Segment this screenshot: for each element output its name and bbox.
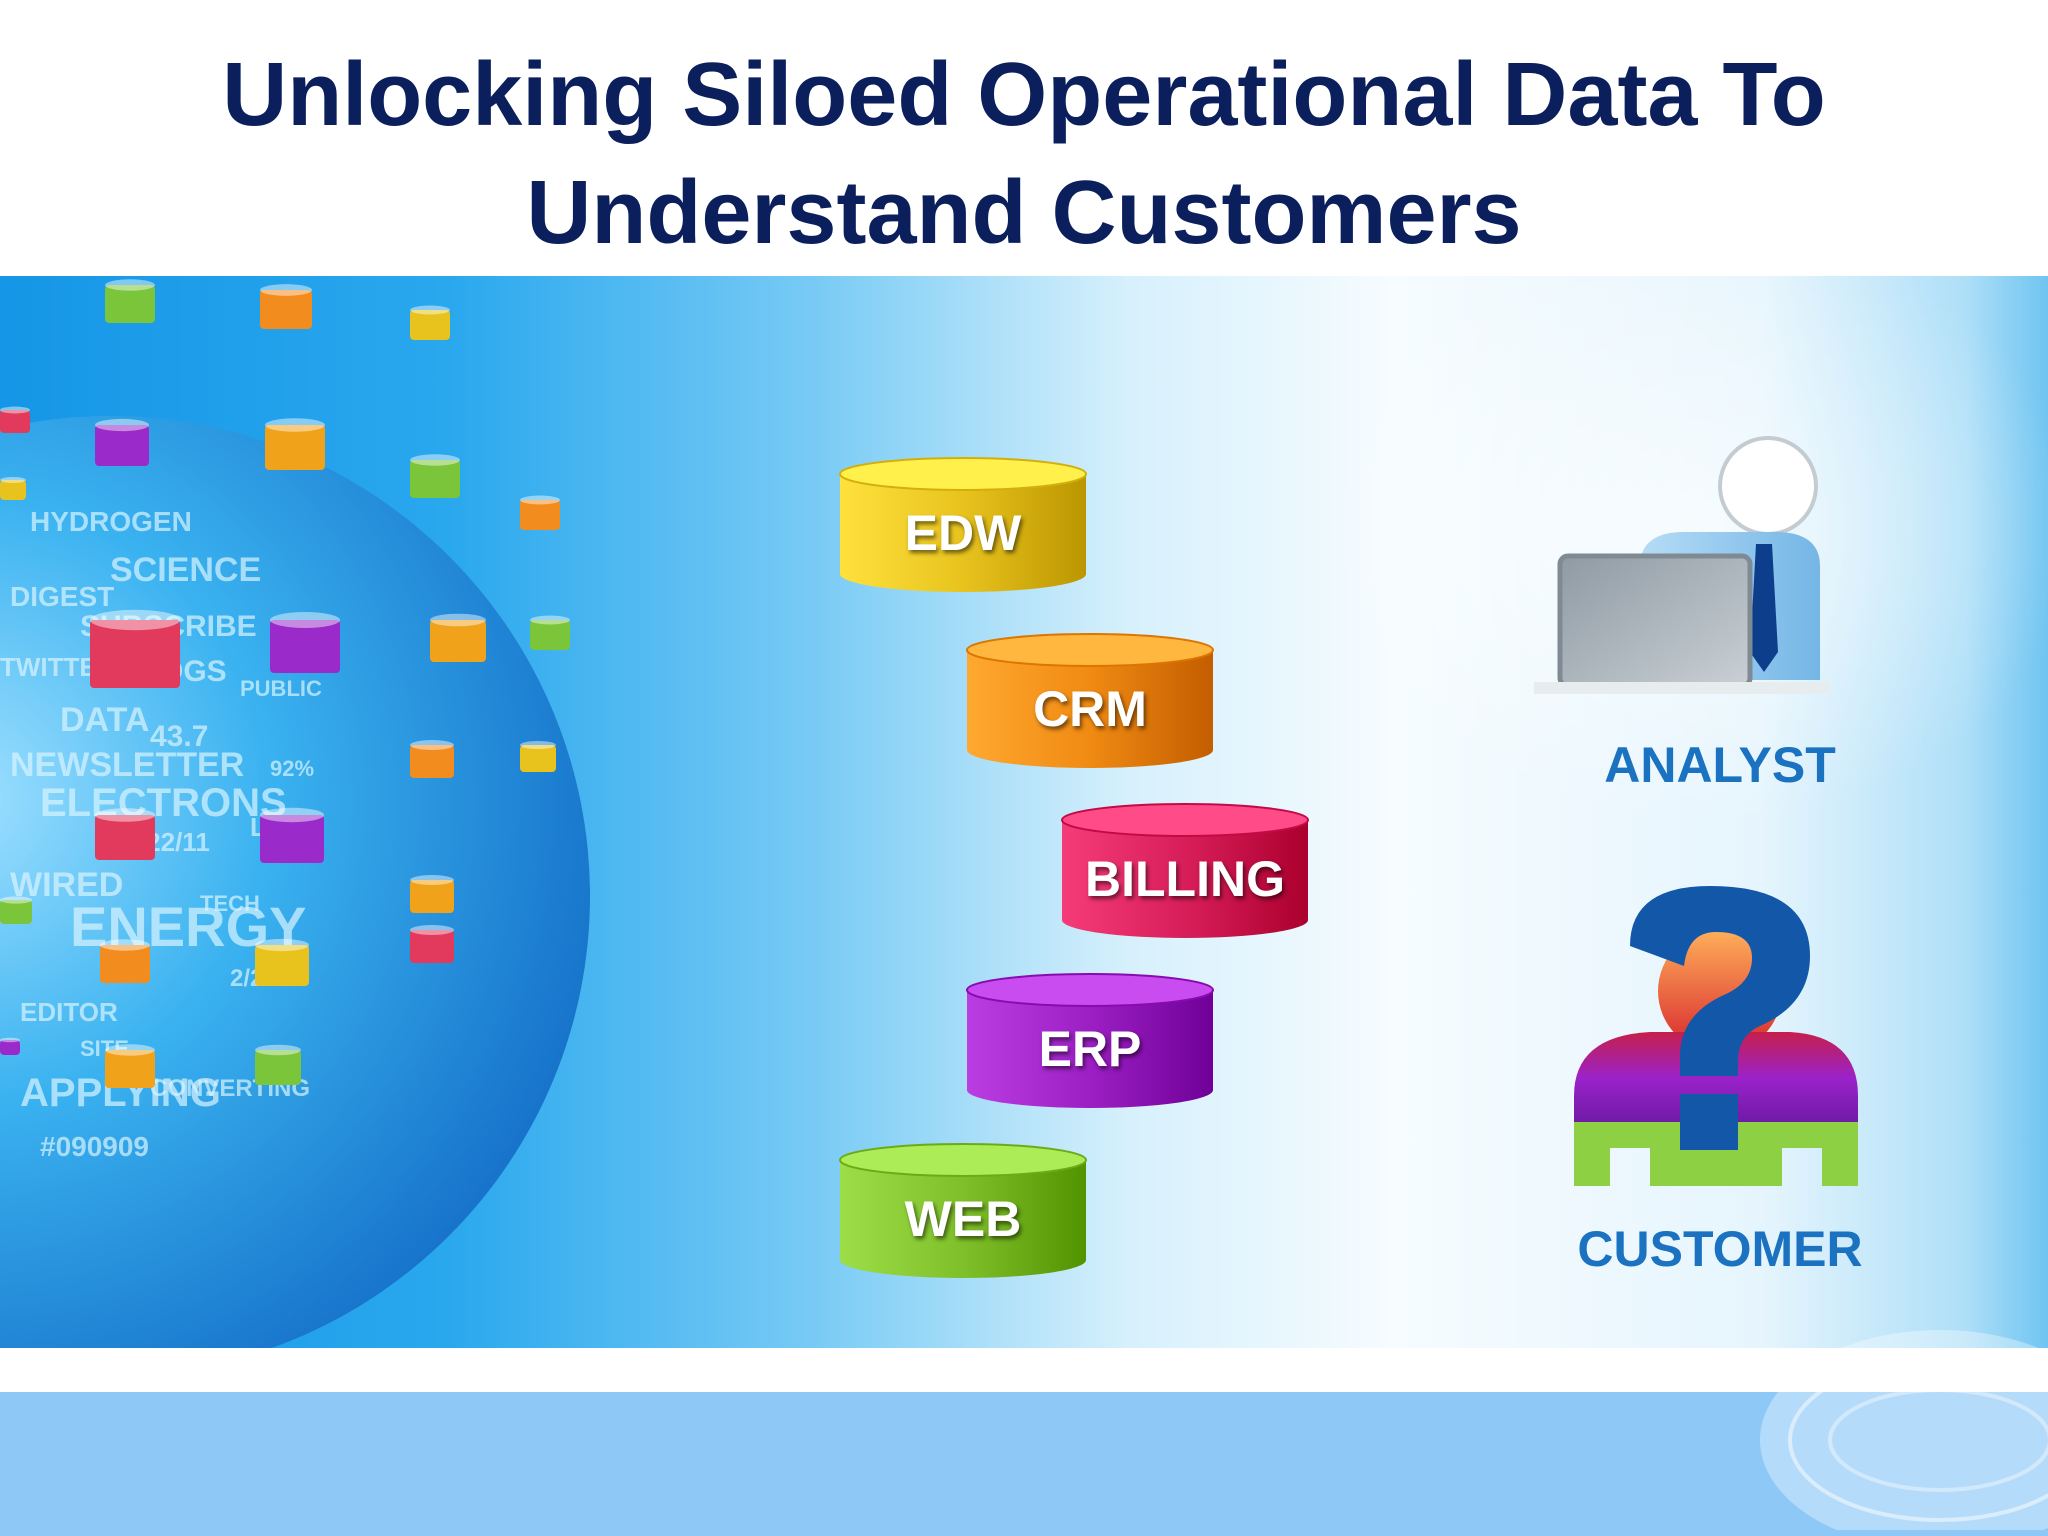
globe-cube	[410, 740, 454, 778]
database-edw: EDW	[838, 456, 1088, 596]
database-crm: CRM	[965, 632, 1215, 772]
globe-word: 43.7	[150, 720, 208, 753]
database-cylinder-icon	[839, 1143, 1087, 1278]
globe-word: DIGEST	[10, 581, 114, 612]
title-line-2: Understand Customers	[526, 163, 1522, 263]
globe-cube	[95, 418, 149, 466]
title-line-1: Unlocking Siloed Operational Data To	[222, 45, 1826, 145]
globe-cube	[0, 406, 30, 433]
globe-cube	[265, 418, 325, 470]
globe-cube	[430, 613, 486, 662]
globe-cube	[95, 808, 155, 860]
globe-word: NEWSLETTER	[10, 746, 244, 784]
globe-word: ELECTRONS	[40, 781, 287, 825]
customer-question-icon	[1574, 886, 1858, 1186]
analyst-label: ANALYST	[1604, 737, 1836, 793]
globe-cube	[530, 615, 570, 650]
globe-word: SCIENCE	[110, 551, 261, 589]
database-label: CRM	[1033, 681, 1147, 737]
globe-cube	[410, 305, 450, 340]
analyst-icon	[1534, 436, 1830, 694]
slide-title: Unlocking Siloed Operational Data To Und…	[0, 36, 2048, 272]
globe-cube	[520, 740, 556, 772]
customer-label: CUSTOMER	[1577, 1221, 1863, 1277]
globe-cube	[260, 807, 324, 863]
globe-word: PUBLIC	[240, 676, 322, 701]
database-label: EDW	[904, 505, 1022, 561]
globe-cube	[520, 495, 560, 530]
database-label: WEB	[904, 1191, 1022, 1247]
database-label: BILLING	[1085, 851, 1285, 907]
globe-word: HYDROGEN	[30, 506, 192, 537]
globe-word: EDITOR	[20, 997, 118, 1027]
database-cylinder-icon	[839, 457, 1087, 592]
globe-cube	[0, 477, 26, 500]
globe-cube	[90, 609, 180, 688]
database-web: WEB	[838, 1142, 1088, 1282]
globe-word: 92%	[270, 756, 314, 781]
globe-cube	[410, 454, 460, 498]
globe-word: TECH	[200, 891, 260, 916]
globe-cubes	[0, 279, 570, 1088]
footer-globe-watermark	[1760, 1330, 2048, 1530]
database-erp: ERP	[965, 972, 1215, 1112]
globe-cube	[105, 1044, 155, 1088]
globe-cube	[410, 925, 454, 963]
database-cylinder-icon	[966, 633, 1214, 768]
globe-cube	[105, 279, 155, 323]
database-billing: BILLING	[1060, 802, 1310, 942]
globe-cube	[255, 1044, 301, 1085]
globe-cube	[270, 612, 340, 673]
database-cylinder-icon	[966, 973, 1214, 1108]
globe-word: DATA	[60, 701, 149, 739]
globe-word: WIRED	[10, 866, 123, 904]
globe-cube	[260, 284, 312, 329]
globe-cube	[410, 875, 454, 913]
database-cylinder-icon	[1061, 803, 1309, 938]
globe-cube	[0, 1037, 20, 1055]
globe-cube	[255, 938, 309, 986]
globe-word: #090909	[40, 1131, 149, 1162]
diagram-banner: HYDROGENSCIENCEDIGESTSUBSCRIBETWITTERBLO…	[0, 276, 2048, 1348]
globe-cube	[0, 896, 32, 924]
footer-band	[0, 1392, 2048, 1536]
database-label: ERP	[1038, 1021, 1142, 1077]
globe-cube	[100, 939, 150, 983]
